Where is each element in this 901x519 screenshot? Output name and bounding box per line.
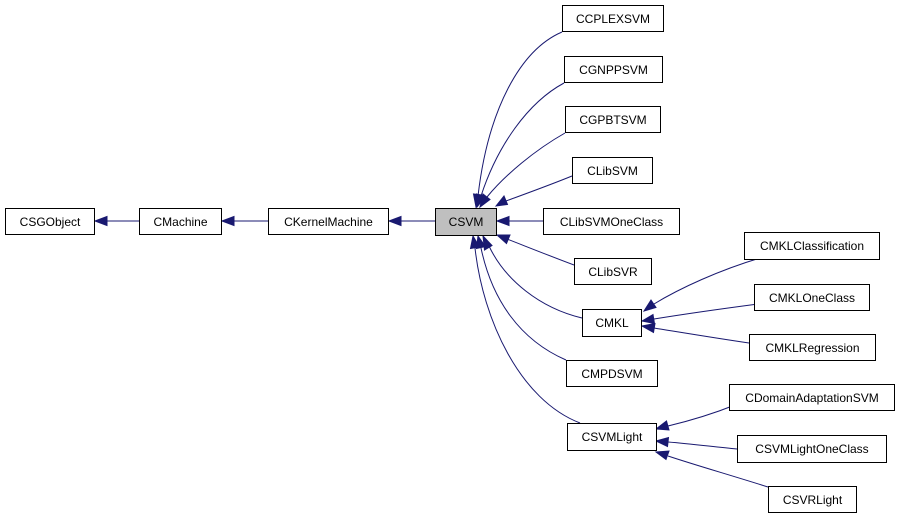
- node-label: CMKLClassification: [760, 239, 864, 253]
- edge-csvmlight-csvm: [469, 234, 581, 424]
- node-label: CGNPPSVM: [579, 63, 648, 77]
- node-cmkl[interactable]: CMKL: [582, 309, 642, 337]
- node-label: CMPDSVM: [581, 367, 642, 381]
- node-label: CSGObject: [20, 215, 81, 229]
- node-cmkloneclass[interactable]: CMKLOneClass: [754, 284, 870, 311]
- edge-cmpdsvm-csvm: [475, 234, 567, 361]
- node-label: CSVRLight: [783, 493, 843, 507]
- node-clibsvm[interactable]: CLibSVM: [572, 157, 653, 184]
- node-ckernelmachine[interactable]: CKernelMachine: [268, 208, 389, 235]
- node-csvmlight[interactable]: CSVMLight: [567, 423, 657, 451]
- edge-clibsvmoneclass-csvm: [495, 215, 543, 227]
- edge-cmkl-csvm: [482, 234, 583, 319]
- node-cgnppsvm[interactable]: CGNPPSVM: [564, 56, 663, 83]
- node-clibsvmoneclass[interactable]: CLibSVMOneClass: [543, 208, 680, 235]
- node-ccplexsvm[interactable]: CCPLEXSVM: [562, 5, 664, 32]
- edge-cmkloneclass-cmkl: [640, 303, 759, 325]
- node-label: CSVMLightOneClass: [755, 442, 868, 456]
- node-label: CLibSVR: [588, 265, 638, 279]
- node-csgobject[interactable]: CSGObject: [5, 208, 95, 235]
- node-label: CCPLEXSVM: [576, 12, 650, 26]
- node-label: CGPBTSVM: [579, 113, 646, 127]
- node-cmpdsvm[interactable]: CMPDSVM: [566, 360, 658, 387]
- edge-csvm-ckernelmachine: [387, 215, 435, 227]
- node-cmklregression[interactable]: CMKLRegression: [749, 334, 876, 361]
- node-label: CMKL: [595, 316, 629, 330]
- edge-clibsvm-csvm: [494, 175, 573, 207]
- node-csvm[interactable]: CSVM: [435, 208, 497, 236]
- edge-csvmlightoneclass-csvmlight: [654, 436, 738, 450]
- node-csvmlightoneclass[interactable]: CSVMLightOneClass: [737, 435, 887, 463]
- node-label: CMachine: [153, 215, 207, 229]
- edge-cmachine-csgobject: [93, 215, 139, 227]
- node-clibsvr[interactable]: CLibSVR: [574, 258, 652, 285]
- edge-csvrlight-csvmlight: [654, 450, 769, 488]
- edge-cgnppsvm-csvm: [475, 82, 565, 209]
- edge-clibsvr-csvm: [495, 234, 575, 266]
- node-label: CLibSVM: [587, 164, 638, 178]
- node-cdomainadaptationsvm[interactable]: CDomainAdaptationSVM: [729, 384, 895, 411]
- node-label: CSVM: [449, 215, 484, 229]
- edge-cmklregression-cmkl: [640, 322, 750, 344]
- node-label: CLibSVMOneClass: [560, 215, 663, 229]
- node-cmachine[interactable]: CMachine: [139, 208, 222, 235]
- edge-ckernelmachine-cmachine: [220, 215, 268, 227]
- node-cgpbtsvm[interactable]: CGPBTSVM: [565, 106, 661, 133]
- node-label: CKernelMachine: [284, 215, 373, 229]
- node-cmklclassification[interactable]: CMKLClassification: [744, 232, 880, 260]
- node-label: CDomainAdaptationSVM: [745, 391, 878, 405]
- node-csvrlight[interactable]: CSVRLight: [768, 486, 857, 513]
- node-label: CMKLOneClass: [769, 291, 855, 305]
- edge-cdomainadaptationsvm-csvmlight: [654, 404, 736, 431]
- edge-cgpbtsvm-csvm: [479, 132, 566, 209]
- node-label: CMKLRegression: [765, 341, 859, 355]
- node-label: CSVMLight: [582, 430, 643, 444]
- edge-cmklclassification-cmkl: [642, 257, 761, 312]
